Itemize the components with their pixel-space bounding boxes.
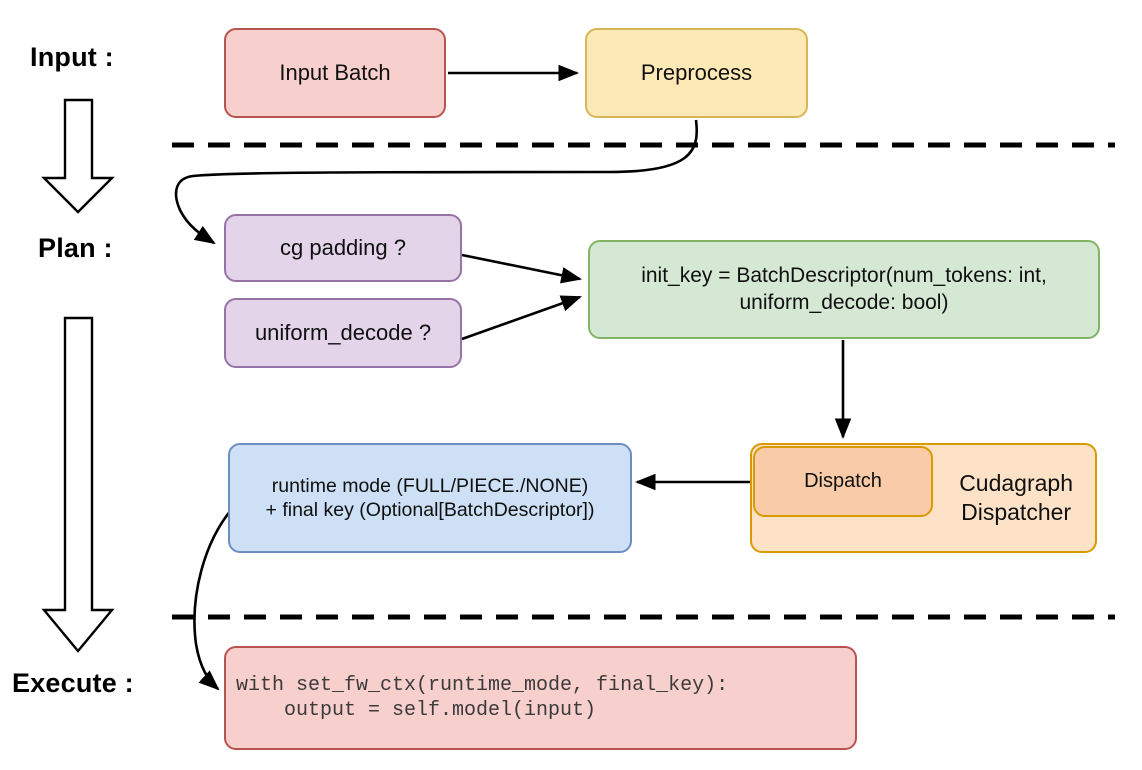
stage-arrow-plan-to-execute bbox=[41, 316, 115, 653]
node-execute-code-label: with set_fw_ctx(runtime_mode, final_key)… bbox=[236, 674, 729, 722]
stage-arrow-input-to-plan bbox=[41, 98, 115, 214]
node-dispatch-label: Dispatch bbox=[804, 470, 882, 492]
node-init-key[interactable]: init_key = BatchDescriptor(num_tokens: i… bbox=[588, 240, 1100, 339]
node-init-key-label: init_key = BatchDescriptor(num_tokens: i… bbox=[641, 264, 1047, 314]
node-uniform-decode-label: uniform_decode ? bbox=[254, 320, 432, 346]
node-cg-padding[interactable]: cg padding ? bbox=[224, 214, 462, 282]
arrow-uniform-decode-to-init-key bbox=[461, 295, 582, 341]
stage-label-plan: Plan : bbox=[38, 233, 113, 263]
node-input-batch[interactable]: Input Batch bbox=[224, 28, 446, 118]
stage-label-execute: Execute : bbox=[12, 668, 134, 698]
node-uniform-decode[interactable]: uniform_decode ? bbox=[224, 298, 462, 368]
stage-label-input: Input : bbox=[30, 42, 114, 72]
node-input-batch-label: Input Batch bbox=[279, 60, 391, 86]
node-runtime-mode-label: runtime mode (FULL/PIECE./NONE) + final … bbox=[265, 474, 595, 521]
node-preprocess-label: Preprocess bbox=[640, 60, 753, 86]
node-cg-padding-label: cg padding ? bbox=[280, 235, 406, 261]
node-runtime-mode[interactable]: runtime mode (FULL/PIECE./NONE) + final … bbox=[228, 443, 632, 553]
node-preprocess[interactable]: Preprocess bbox=[585, 28, 808, 118]
node-execute-code[interactable]: with set_fw_ctx(runtime_mode, final_key)… bbox=[224, 646, 857, 750]
node-cudagraph-dispatcher-label: Cudagraph Dispatcher bbox=[959, 470, 1073, 525]
node-dispatch[interactable]: Dispatch bbox=[753, 446, 933, 517]
arrow-cg-padding-to-init-key bbox=[461, 253, 583, 284]
